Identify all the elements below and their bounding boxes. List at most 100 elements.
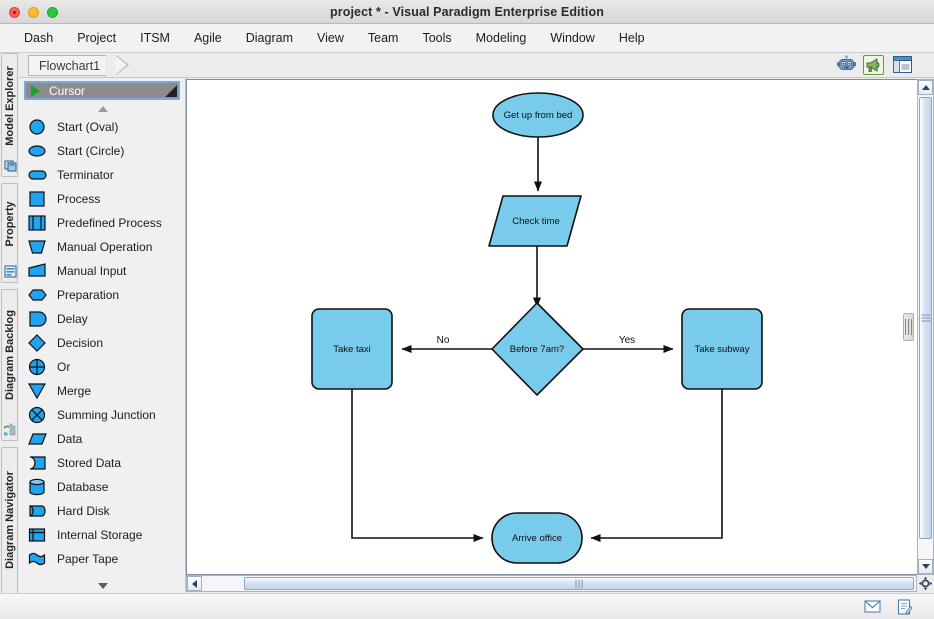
horizontal-scroll-thumb[interactable] [244, 577, 914, 590]
palette-tool-cursor[interactable]: Cursor [24, 81, 180, 100]
menu-item-help[interactable]: Help [618, 31, 645, 45]
manual-input-shape-icon [28, 262, 48, 280]
window-title: project * - Visual Paradigm Enterprise E… [330, 5, 604, 19]
palette-item-stored-data[interactable]: Stored Data [19, 451, 185, 475]
menu-item-team[interactable]: Team [367, 31, 399, 45]
palette-item-data[interactable]: Data [19, 427, 185, 451]
node-check-time[interactable]: Check time [488, 195, 582, 247]
palette-item-decision[interactable]: Decision [19, 331, 185, 355]
model-explorer-icon [4, 159, 17, 172]
robot-icon[interactable] [836, 55, 857, 75]
shape-palette: Cursor Start (Oval) Start (Circle) [19, 78, 186, 597]
menu-item-diagram[interactable]: Diagram [245, 31, 293, 45]
node-take-subway[interactable]: Take subway [681, 308, 763, 390]
scroll-grip-icon [575, 579, 584, 588]
dock-tab-diagram-navigator[interactable]: Diagram Navigator [1, 447, 18, 613]
palette-item-delay[interactable]: Delay [19, 307, 185, 331]
panel-splitter-handle[interactable] [903, 313, 914, 341]
menu-bar: Dash Project ITSM Agile Diagram View Tea… [0, 24, 934, 53]
palette-item-start-circle[interactable]: Start (Circle) [19, 139, 185, 163]
palette-item-label: Database [57, 480, 109, 494]
palette-item-internal-storage[interactable]: Internal Storage [19, 523, 185, 547]
palette-item-label: Predefined Process [57, 216, 162, 230]
edge-label-no: No [437, 335, 450, 346]
menu-item-project[interactable]: Project [77, 31, 117, 45]
palette-scroll-up-arrow-icon[interactable] [19, 102, 185, 115]
menu-item-dash[interactable]: Dash [24, 31, 54, 45]
merge-shape-icon [28, 382, 48, 400]
palette-scroll-down-arrow-icon[interactable] [19, 579, 185, 593]
dock-tab-diagram-backlog[interactable]: Diagram Backlog [1, 289, 18, 441]
window-minimize-button[interactable] [28, 7, 39, 18]
palette-item-label: Manual Operation [57, 240, 153, 254]
megaphone-icon[interactable] [863, 55, 884, 75]
mail-icon[interactable] [864, 599, 881, 615]
node-label: Take subway [695, 344, 750, 355]
palette-item-process[interactable]: Process [19, 187, 185, 211]
node-get-up-from-bed[interactable]: Get up from bed [492, 92, 584, 138]
connector-layer [351, 130, 723, 542]
note-icon[interactable] [897, 599, 914, 615]
edge-takesubway-to-arriveoffice[interactable] [590, 389, 723, 542]
node-label: Get up from bed [504, 110, 573, 121]
palette-item-label: Or [57, 360, 71, 374]
diagram-canvas[interactable]: No Yes Get up from bed Check time Before… [186, 79, 919, 575]
diagram-tab-flowchart1[interactable]: Flowchart1 [28, 55, 107, 76]
palette-item-label: Summing Junction [57, 408, 156, 422]
edge-taketaxi-to-arriveoffice[interactable] [351, 389, 484, 542]
data-shape-icon [28, 430, 48, 448]
stored-data-shape-icon [28, 454, 48, 472]
palette-item-preparation[interactable]: Preparation [19, 283, 185, 307]
summing-junction-shape-icon [28, 406, 48, 424]
palette-item-database[interactable]: Database [19, 475, 185, 499]
cursor-icon [31, 84, 42, 97]
node-take-taxi[interactable]: Take taxi [311, 308, 393, 390]
vertical-scrollbar[interactable] [917, 79, 934, 575]
oval-shape-icon [28, 142, 48, 160]
diagram-tab-label: Flowchart1 [39, 58, 101, 73]
palette-item-summing-junction[interactable]: Summing Junction [19, 403, 185, 427]
preparation-shape-icon [28, 286, 48, 304]
palette-item-label: Start (Circle) [57, 144, 125, 158]
menu-item-view[interactable]: View [317, 31, 344, 45]
pan-tool-icon[interactable] [917, 575, 934, 592]
palette-item-hard-disk[interactable]: Hard Disk [19, 499, 185, 523]
palette-item-label: Merge [57, 384, 92, 398]
palette-item-manual-operation[interactable]: Manual Operation [19, 235, 185, 259]
palette-item-paper-tape[interactable]: Paper Tape [19, 547, 185, 571]
palette-item-label: Delay [57, 312, 88, 326]
palette-item-manual-input[interactable]: Manual Input [19, 259, 185, 283]
hard-disk-shape-icon [28, 502, 48, 520]
palette-item-merge[interactable]: Merge [19, 379, 185, 403]
scroll-down-arrow-icon[interactable] [918, 559, 933, 574]
flowchart-svg: No Yes Get up from bed Check time Before… [311, 92, 763, 564]
node-label: Take taxi [333, 344, 371, 355]
dock-tab-model-explorer[interactable]: Model Explorer [1, 53, 18, 177]
menu-item-itsm[interactable]: ITSM [140, 31, 170, 45]
node-arrive-office[interactable]: Arrive office [491, 512, 583, 564]
palette-item-terminator[interactable]: Terminator [19, 163, 185, 187]
palette-item-start-oval[interactable]: Start (Oval) [19, 115, 185, 139]
menu-item-agile[interactable]: Agile [193, 31, 222, 45]
node-before-7am[interactable]: Before 7am? [491, 302, 584, 396]
menu-item-tools[interactable]: Tools [422, 31, 452, 45]
window-maximize-button[interactable] [47, 7, 58, 18]
horizontal-scrollbar[interactable] [186, 575, 917, 592]
palette-item-or[interactable]: Or [19, 355, 185, 379]
palette-item-predefined-process[interactable]: Predefined Process [19, 211, 185, 235]
palette-item-label: Decision [57, 336, 104, 350]
scroll-left-arrow-icon[interactable] [187, 576, 202, 591]
dock-tab-model-explorer-label: Model Explorer [3, 66, 16, 146]
palette-item-label: Manual Input [57, 264, 127, 278]
palette-item-label: Start (Oval) [57, 120, 119, 134]
window-close-button[interactable] [9, 7, 20, 18]
vertical-scroll-thumb[interactable] [919, 97, 932, 539]
panel-layout-icon[interactable] [892, 55, 913, 75]
menu-item-window[interactable]: Window [550, 31, 595, 45]
menu-item-modeling[interactable]: Modeling [475, 31, 527, 45]
palette-item-label: Hard Disk [57, 504, 110, 518]
dock-tab-property[interactable]: Property [1, 183, 18, 283]
scroll-up-arrow-icon[interactable] [918, 80, 933, 95]
database-shape-icon [28, 478, 48, 496]
palette-item-label: Preparation [57, 288, 120, 302]
